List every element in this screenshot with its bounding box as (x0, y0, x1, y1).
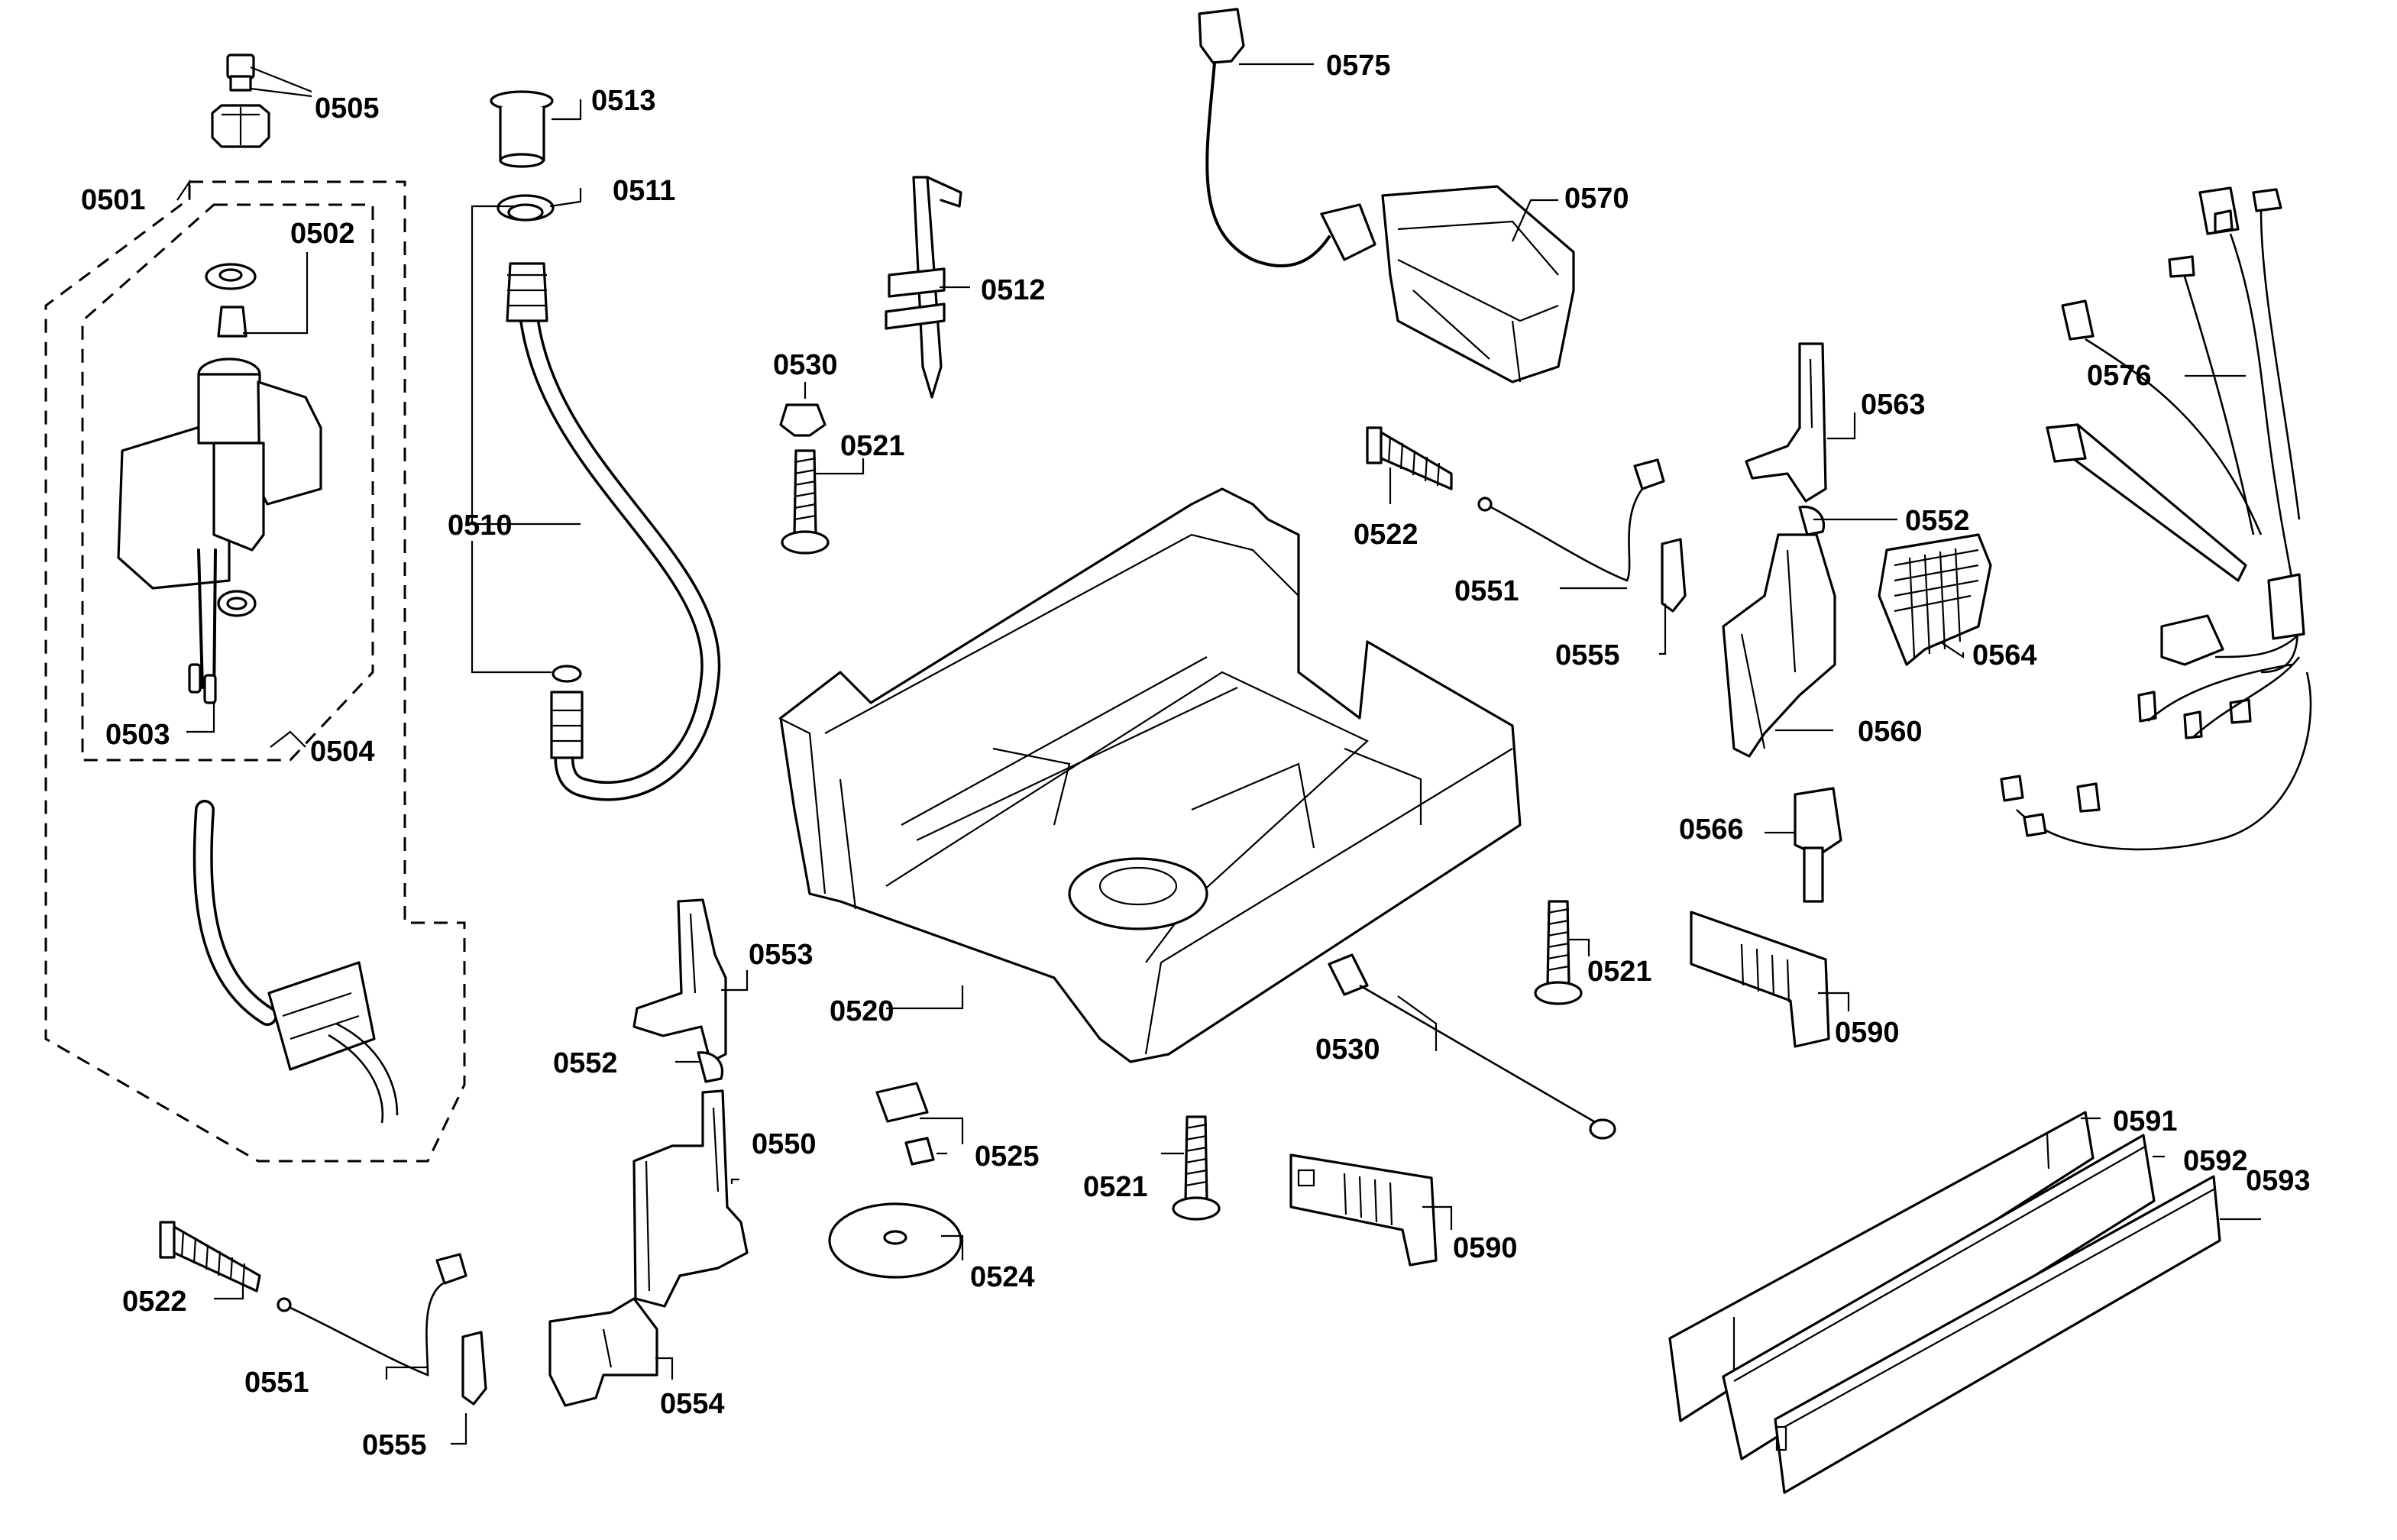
part-0563-hinge (1745, 342, 1827, 503)
part-0553-hinge (632, 898, 727, 1063)
part-0525-holder (875, 1082, 935, 1166)
callout-0522-a: 0522 (1354, 519, 1418, 551)
part-0510-drain-hose (506, 262, 721, 801)
callout-0590-a: 0590 (1835, 1017, 1900, 1049)
callout-0591: 0591 (2113, 1105, 2178, 1137)
callout-labels: 0505 0513 0511 0501 0502 0510 0503 0504 … (81, 50, 2311, 1461)
callout-0504: 0504 (310, 736, 375, 768)
callout-0503: 0503 (105, 719, 170, 751)
part-0511-clamp (497, 194, 555, 222)
callout-0530-b: 0530 (1315, 1034, 1380, 1066)
callout-0510: 0510 (448, 510, 513, 542)
callout-0511: 0511 (613, 175, 675, 207)
part-0504-inlet-valve (117, 358, 322, 704)
callout-0566: 0566 (1679, 814, 1744, 846)
part-0512-spike (885, 176, 962, 399)
callout-0522-b: 0522 (122, 1286, 187, 1318)
part-0592-panel (1722, 1134, 2156, 1461)
callout-0564: 0564 (1972, 639, 2037, 671)
part-0524-disc (828, 1202, 962, 1279)
part-0570-control-module (1381, 185, 1575, 383)
callout-0551-b: 0551 (244, 1367, 309, 1399)
callout-0502: 0502 (290, 218, 355, 250)
part-0555-clip-b (461, 1331, 487, 1406)
callout-0590-b: 0590 (1453, 1232, 1518, 1264)
callout-0524: 0524 (970, 1261, 1035, 1293)
part-0520-base-tub (778, 487, 1522, 1063)
part-0530-cable (1328, 953, 1616, 1140)
part-0591-panel (1668, 1111, 2095, 1422)
part-0522-spring-b (159, 1221, 261, 1292)
callout-0570: 0570 (1564, 183, 1629, 215)
callout-0555-a: 0555 (1555, 639, 1620, 671)
part-0521-foot-a (781, 449, 830, 555)
callout-0554: 0554 (660, 1388, 725, 1420)
part-0502-washer (205, 263, 257, 338)
callout-0513: 0513 (591, 85, 656, 117)
callout-0530-a: 0530 (773, 349, 838, 381)
callout-0552-b: 0552 (553, 1047, 618, 1079)
part-0554-cover (548, 1297, 658, 1407)
callout-0555-b: 0555 (362, 1429, 427, 1461)
callout-0505: 0505 (315, 92, 380, 125)
part-0513-sleeve (490, 90, 554, 168)
callout-0575: 0575 (1326, 50, 1391, 82)
part-0551-sensor-wire-b (277, 1253, 467, 1377)
callout-0550: 0550 (752, 1128, 817, 1160)
callout-0501: 0501 (81, 184, 146, 216)
part-0501-outline (44, 180, 466, 1163)
part-0552-spring-clip-b (697, 1051, 723, 1083)
part-0590-clip-a (1690, 911, 1830, 1048)
callout-0521-c: 0521 (1083, 1171, 1148, 1203)
callout-0560: 0560 (1858, 716, 1923, 748)
part-0560-hinge-bracket (1722, 533, 1836, 758)
part-0505-fitting (211, 53, 270, 148)
callout-0521-a: 0521 (840, 430, 905, 462)
part-0521-foot-c (1172, 1115, 1221, 1221)
callout-0551-a: 0551 (1454, 575, 1519, 607)
callout-0525: 0525 (975, 1140, 1040, 1173)
part-0590-clip-b (1289, 1153, 1438, 1267)
part-0550-hinge-bracket (632, 1089, 749, 1308)
callout-0520: 0520 (830, 995, 894, 1027)
part-0576-wire-harness (2000, 186, 2312, 851)
part-0530-nut (779, 403, 826, 437)
callout-0563: 0563 (1861, 389, 1926, 421)
part-0566-switch (1794, 787, 1842, 903)
part-0564-grille (1878, 533, 1992, 666)
callout-0553: 0553 (749, 939, 814, 971)
part-0552-spring-clip-a (1798, 505, 1825, 536)
callout-0592: 0592 (2183, 1145, 2248, 1177)
part-0521-foot-b (1534, 900, 1583, 1005)
callout-0576: 0576 (2087, 360, 2152, 392)
callout-0512: 0512 (981, 274, 1046, 306)
callout-0552-a: 0552 (1905, 505, 1970, 537)
leader-lines (176, 63, 2261, 1445)
part-0522-spring-a (1366, 426, 1453, 490)
part-0575-power-cord (1198, 8, 1376, 267)
callout-0593: 0593 (2246, 1165, 2311, 1197)
part-0551-sensor-wire-a (1477, 458, 1665, 582)
callout-0521-b: 0521 (1587, 956, 1652, 988)
part-0555-clip-a (1661, 538, 1687, 613)
part-0501-inlet-hose (192, 800, 399, 1124)
part-0593-panel (1774, 1175, 2221, 1494)
part-0502-inner-outline (81, 203, 374, 762)
